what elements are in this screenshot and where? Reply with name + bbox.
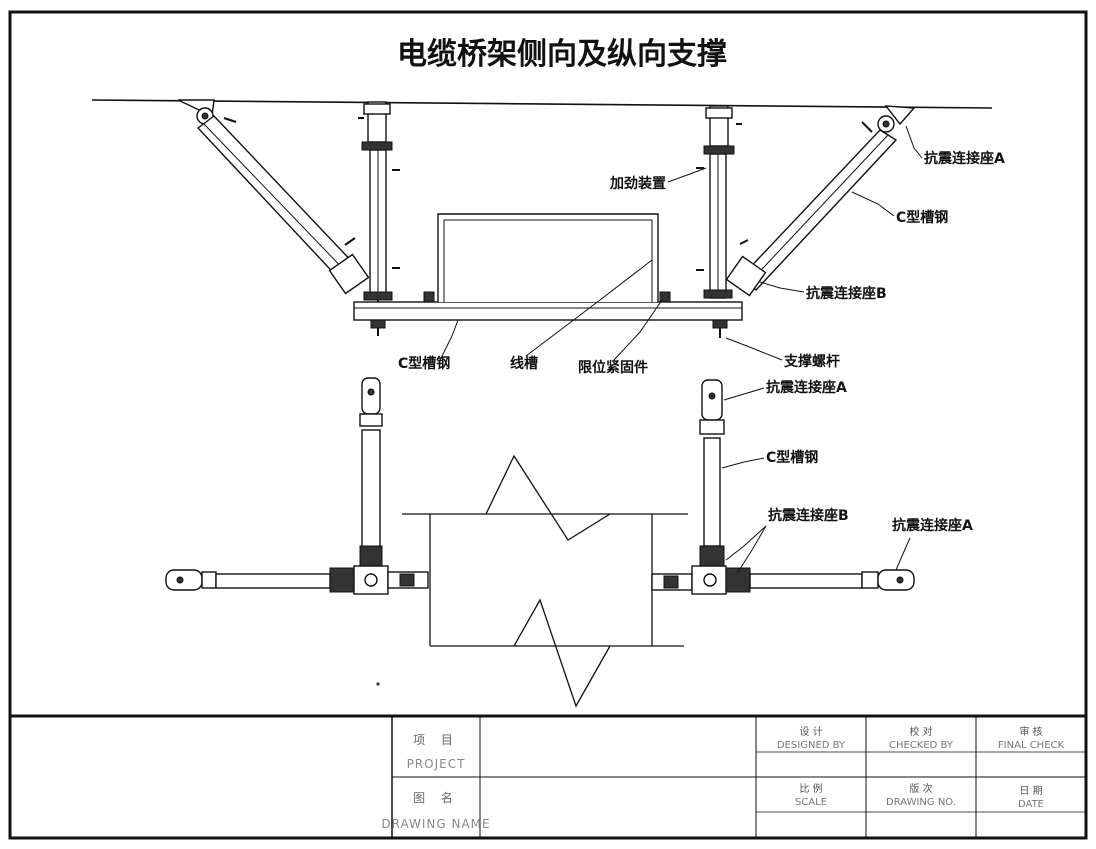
project-label-en: PROJECT bbox=[407, 757, 466, 771]
drawing-name-label-cn: 图 名 bbox=[413, 790, 459, 805]
checked-label-en: CHECKED BY bbox=[889, 740, 954, 751]
label-reinforce: 加劲装置 bbox=[609, 175, 666, 192]
tray-break-outline bbox=[402, 454, 688, 708]
top-view-annotations: 抗震连接座A 加劲装置 C型槽钢 抗震连接座B C型槽钢 线槽 限位紧固件 支撑… bbox=[398, 125, 1005, 376]
drawing-no-label-en: DRAWING NO. bbox=[886, 797, 956, 808]
right-horizontal-arm bbox=[651, 565, 915, 595]
lateral-brace-elevation bbox=[91, 99, 993, 338]
label-seat-a-top: 抗震连接座A bbox=[924, 150, 1005, 167]
label-c-channel-brace: C型槽钢 bbox=[896, 209, 948, 226]
scan-dot bbox=[376, 682, 380, 686]
right-vertical-arm bbox=[699, 379, 725, 567]
label-c-channel-vertical: C型槽钢 bbox=[766, 449, 818, 466]
left-vertical-rod bbox=[358, 101, 400, 308]
designed-label-en: DESIGNED BY bbox=[777, 740, 846, 751]
sheet-border bbox=[8, 10, 1088, 840]
left-horizontal-arm bbox=[165, 565, 429, 595]
scale-label-en: SCALE bbox=[795, 797, 827, 808]
right-vertical-rod bbox=[696, 105, 742, 299]
right-diagonal-brace bbox=[725, 105, 916, 297]
checked-label-cn: 校 对 bbox=[909, 725, 932, 738]
drawing-title: 电缆桥架侧向及纵向支撑 bbox=[397, 37, 727, 72]
bottom-view-annotations: 抗震连接座A C型槽钢 抗震连接座B 抗震连接座A bbox=[721, 379, 973, 573]
label-c-channel-beam: C型槽钢 bbox=[398, 355, 450, 372]
drawing-name-label-en: DRAWING NAME bbox=[381, 817, 490, 831]
c-channel-beam bbox=[353, 301, 743, 321]
left-vertical-arm bbox=[359, 377, 383, 579]
label-seat-b-bottom: 抗震连接座B bbox=[768, 507, 849, 524]
label-seat-a-right: 抗震连接座A bbox=[892, 517, 973, 534]
ceiling-line bbox=[91, 99, 993, 109]
longitudinal-brace-plan bbox=[165, 377, 915, 708]
final-check-label-cn: 审 核 bbox=[1019, 725, 1042, 738]
project-label-cn: 项 目 bbox=[413, 733, 459, 747]
limit-fastener-right bbox=[659, 291, 671, 303]
drawing-no-label-cn: 版 次 bbox=[909, 782, 932, 795]
date-label-en: DATE bbox=[1018, 799, 1044, 810]
date-label-cn: 日 期 bbox=[1019, 785, 1042, 797]
label-seat-a-mid: 抗震连接座A bbox=[766, 379, 847, 396]
label-limit-fastener: 限位紧固件 bbox=[578, 359, 648, 376]
cable-tray bbox=[437, 213, 659, 302]
label-cable-tray: 线槽 bbox=[510, 355, 538, 372]
final-check-label-en: FINAL CHECK bbox=[998, 740, 1065, 751]
label-support-rod: 支撑螺杆 bbox=[783, 353, 840, 370]
scale-label-cn: 比 例 bbox=[799, 782, 822, 795]
designed-label-cn: 设 计 bbox=[799, 725, 822, 738]
label-seat-b-top: 抗震连接座B bbox=[806, 285, 887, 302]
title-block: 项 目 PROJECT 图 名 DRAWING NAME 设 计 DESIGNE… bbox=[10, 714, 1086, 838]
left-diagonal-brace bbox=[177, 99, 370, 295]
limit-fastener-left bbox=[423, 291, 435, 303]
